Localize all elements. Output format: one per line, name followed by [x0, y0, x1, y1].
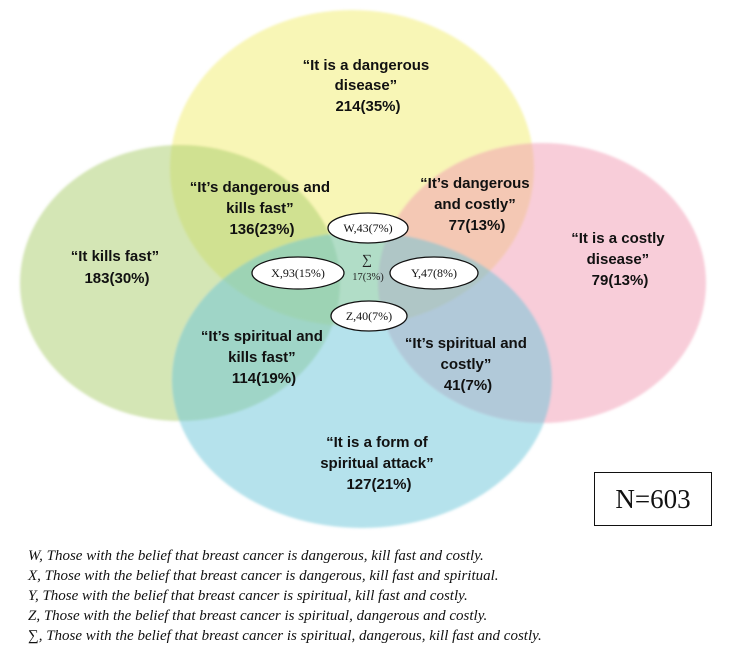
triple-X: X,93(15%) — [251, 256, 345, 290]
pair-label-dangerous-kills: “It’s dangerous and kills fast” 136(23%) — [190, 179, 334, 238]
set-label-costly: “It is a costly disease” 79(13%) — [571, 230, 669, 289]
triple-Y-label: Y,47(8%) — [411, 266, 457, 280]
center-label: 17(3%) — [352, 272, 384, 283]
legend-item-X: X, Those with the belief that breast can… — [28, 568, 499, 584]
set-label-spiritual: “It is a form of spiritual attack” 127(2… — [320, 434, 438, 493]
total-box: N=603 — [594, 472, 712, 526]
center-sigma: ∑ — [362, 253, 372, 268]
pair-label-spiritual-costly: “It’s spiritual and costly” 41(7%) — [405, 335, 531, 394]
legend-item-Y: Y, Those with the belief that breast can… — [28, 588, 468, 604]
legend-item-sigma: ∑, Those with the belief that breast can… — [28, 628, 542, 644]
triple-Y: Y,47(8%) — [389, 256, 479, 290]
legend-item-Z: Z, Those with the belief that breast can… — [28, 608, 488, 624]
triple-W: W,43(7%) — [327, 212, 409, 244]
set-label-kills: “It kills fast” 183(30%) — [71, 248, 164, 287]
legend-item-W: W, Those with the belief that breast can… — [28, 548, 484, 564]
legend: W, Those with the belief that breast can… — [28, 546, 744, 646]
triple-X-label: X,93(15%) — [271, 266, 325, 280]
total-label: N=603 — [615, 483, 691, 514]
set-label-dangerous: “It is a dangerous disease” 214(35%) — [303, 57, 434, 115]
pair-label-dangerous-costly: “It’s dangerous and costly” 77(13%) — [420, 175, 534, 234]
triple-Z-label: Z,40(7%) — [346, 309, 392, 323]
triple-W-label: W,43(7%) — [343, 221, 392, 235]
triple-Z: Z,40(7%) — [330, 300, 408, 332]
set-ellipse-spiritual — [172, 232, 552, 528]
venn-diagram: “It is a dangerous disease” 214(35%) “It… — [20, 10, 706, 528]
pair-label-spiritual-kills: “It’s spiritual and kills fast” 114(19%) — [201, 328, 327, 387]
